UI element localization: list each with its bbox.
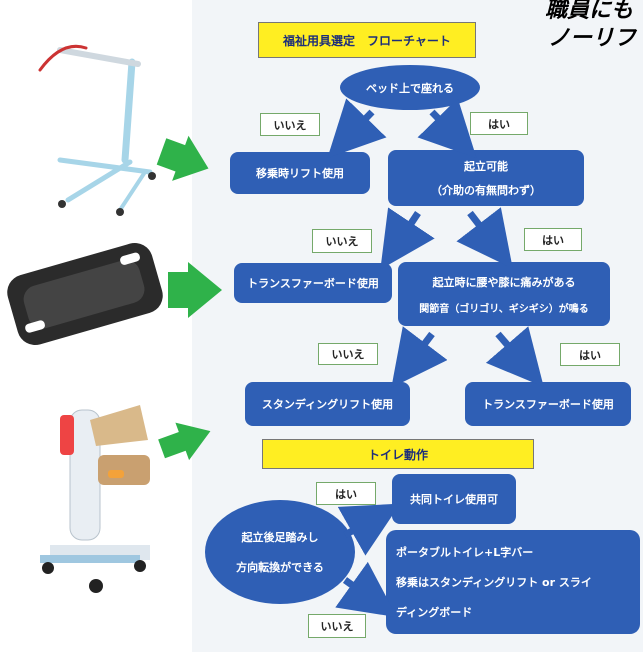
node-pain-noise-line2: 関節音（ゴリゴリ、ギシギシ）が鳴る: [419, 303, 589, 315]
node-portable-toilet-line2: 移乗はスタンディングリフト or スライ: [396, 576, 592, 589]
arrow-start-to-stand: [417, 98, 477, 159]
arrow-stand-to-pain: [456, 207, 513, 269]
node-portable-toilet-line3: ディングボード: [396, 606, 473, 619]
node-can-stand-line1: 起立可能: [464, 160, 508, 173]
transfer-board-icon: [7, 242, 163, 346]
arrow-stand-to-board: [380, 207, 435, 270]
node-shared-toilet: 共同トイレ使用可: [392, 474, 516, 524]
standing-lift-icon: [40, 405, 150, 593]
arrow-to-shared-toilet: [337, 503, 401, 556]
tag-no-3: いいえ: [318, 343, 378, 365]
node-lift-use: 移乗時リフト使用: [230, 152, 370, 194]
node-portable-toilet: ポータブルトイレ+L字バー 移乗はスタンディングリフト or スライ ディングボ…: [386, 530, 640, 634]
corner-text-line1: 職員にも: [545, 0, 634, 23]
green-arrow-1: [156, 135, 209, 181]
node-standing-lift: スタンディングリフト使用: [245, 382, 410, 426]
arrow-pain-to-board-right: [485, 326, 544, 387]
node-can-stand: 起立可能 （介助の有無問わず）: [388, 150, 584, 206]
node-transfer-board-left: トランスファーボード使用: [234, 263, 392, 303]
node-can-stand-line2: （介助の有無問わず）: [431, 184, 541, 197]
patient-lift-icon: [38, 44, 156, 216]
tag-no-1: いいえ: [260, 113, 320, 136]
page-title: 福祉用具選定 フローチャート: [258, 22, 476, 58]
tag-no-2: いいえ: [312, 229, 372, 253]
arrow-start-to-lift: [327, 98, 387, 159]
node-step-turn: 起立後足踏みし 方向転換ができる: [205, 500, 355, 604]
green-arrow-2: [168, 262, 222, 318]
tag-yes-1: はい: [470, 112, 528, 135]
arrow-to-portable-toilet: [335, 561, 398, 618]
node-pain-noise: 起立時に腰や膝に痛みがある 関節音（ゴリゴリ、ギシギシ）が鳴る: [398, 262, 610, 326]
node-step-turn-line2: 方向転換ができる: [236, 561, 324, 574]
tag-yes-2: はい: [524, 228, 582, 251]
tag-yes-3: はい: [560, 343, 620, 366]
corner-text-line2: ノーリフ: [548, 26, 637, 51]
toilet-section-header: トイレ動作: [262, 439, 534, 469]
tag-no-4: いいえ: [308, 614, 366, 638]
node-portable-toilet-line1: ポータブルトイレ+L字バー: [396, 546, 534, 559]
green-arrow-3: [158, 422, 211, 461]
node-transfer-board-right: トランスファーボード使用: [465, 382, 631, 426]
node-step-turn-line1: 起立後足踏みし: [241, 531, 319, 544]
arrow-pain-to-standing-lift: [391, 326, 448, 388]
node-pain-noise-line1: 起立時に腰や膝に痛みがある: [432, 275, 576, 289]
